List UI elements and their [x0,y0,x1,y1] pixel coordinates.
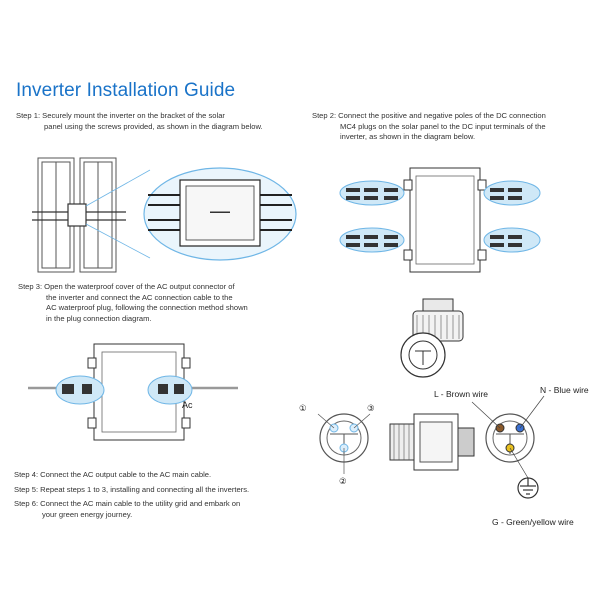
dc-highlight-bottom-left [339,227,405,253]
zoom-lines [85,169,151,259]
ac-highlight-left [55,375,105,405]
ac-label: Ac [182,400,193,410]
step-3-rest-1: the inverter and connect the AC connecti… [46,292,233,302]
step-2-lead: Step 2: Connect the positive and negativ… [312,111,546,120]
step-2-rest-1: MC4 plugs on the solar panel to the DC i… [340,121,546,131]
plug-face-left [317,413,371,474]
step-5: Step 5: Repeat steps 1 to 3, installing … [14,485,314,496]
green-wire-label: G - Green/yellow wire [492,517,574,527]
step-6-lead: Step 6: Connect the AC main cable to the… [14,499,241,508]
plug-pin-diagram [317,395,545,499]
ac-plug-3d [400,298,464,378]
blue-wire-label: N - Blue wire [540,385,589,395]
step-6-rest: your green energy journey. [42,509,133,519]
inverter-zoom: ▬▬▬▬ [148,179,292,247]
brown-wire-label: L - Brown wire [434,389,489,399]
mc4-plugs [346,188,522,247]
step-2: Step 2: Connect the positive and negativ… [312,111,597,143]
ground-icon [517,477,539,499]
step-1-lead: Step 1: Securely mount the inverter on t… [16,111,225,120]
ac-connection-diagram [28,343,238,441]
page-title: Inverter Installation Guide [16,80,236,101]
step-1: Step 1: Securely mount the inverter on t… [16,111,306,132]
inverter-body-dc [403,167,487,273]
pin-1-label: ① [299,403,307,413]
step-3-rest-2: AC waterproof plug, following the connec… [46,303,248,312]
plug-side-view [389,413,475,471]
step-6: Step 6: Connect the AC main cable to the… [14,499,314,520]
ac-plugs [62,384,184,394]
dc-highlight-top-right [483,180,541,206]
pin-3-label: ③ [367,403,375,413]
step-1-rest: panel using the screws provided, as show… [44,121,263,131]
ac-highlight-right [147,375,193,405]
mounting-bracket [32,203,126,227]
step-4: Step 4: Connect the AC output cable to t… [14,470,314,481]
dc-highlight-bottom-right [483,227,541,253]
dc-highlight-top-left [339,180,405,206]
dc-connection-diagram [339,167,541,273]
step-2-rest-2: inverter, as shown in the diagram below. [340,132,476,141]
pin-2-label: ② [339,476,347,486]
step-3: Step 3: Open the waterproof cover of the… [18,282,308,324]
svg-text:▬▬▬▬: ▬▬▬▬ [210,209,230,215]
step-5-text: Step 5: Repeat steps 1 to 3, installing … [14,485,250,494]
step-4-text: Step 4: Connect the AC output cable to t… [14,470,212,479]
step-3-rest-3: in the plug connection diagram. [46,313,152,323]
panel-mount-diagram: ▬▬▬▬ [32,157,297,273]
step-3-lead: Step 3: Open the waterproof cover of the… [18,282,235,291]
plug-face-right [471,395,545,479]
